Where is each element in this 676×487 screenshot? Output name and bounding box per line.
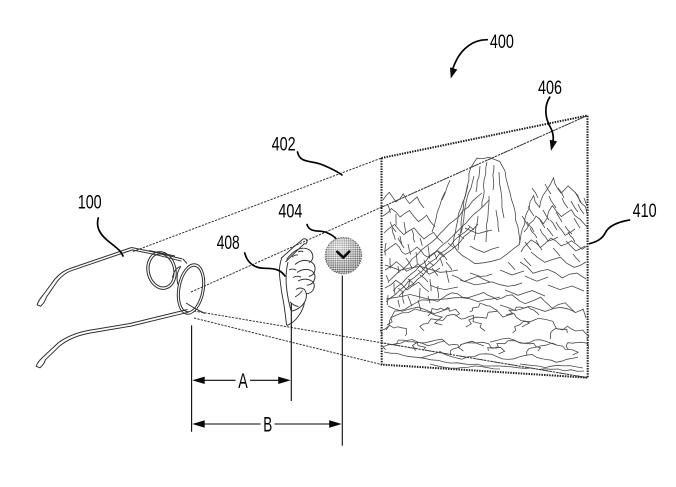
svg-text:406: 406 [538,77,562,99]
svg-text:410: 410 [633,200,657,222]
svg-text:A: A [238,370,248,393]
svg-text:400: 400 [490,31,514,53]
svg-text:402: 402 [272,133,296,155]
svg-text:100: 100 [78,192,102,214]
svg-text:408: 408 [217,232,240,254]
svg-text:B: B [263,413,272,436]
svg-text:404: 404 [278,201,302,223]
